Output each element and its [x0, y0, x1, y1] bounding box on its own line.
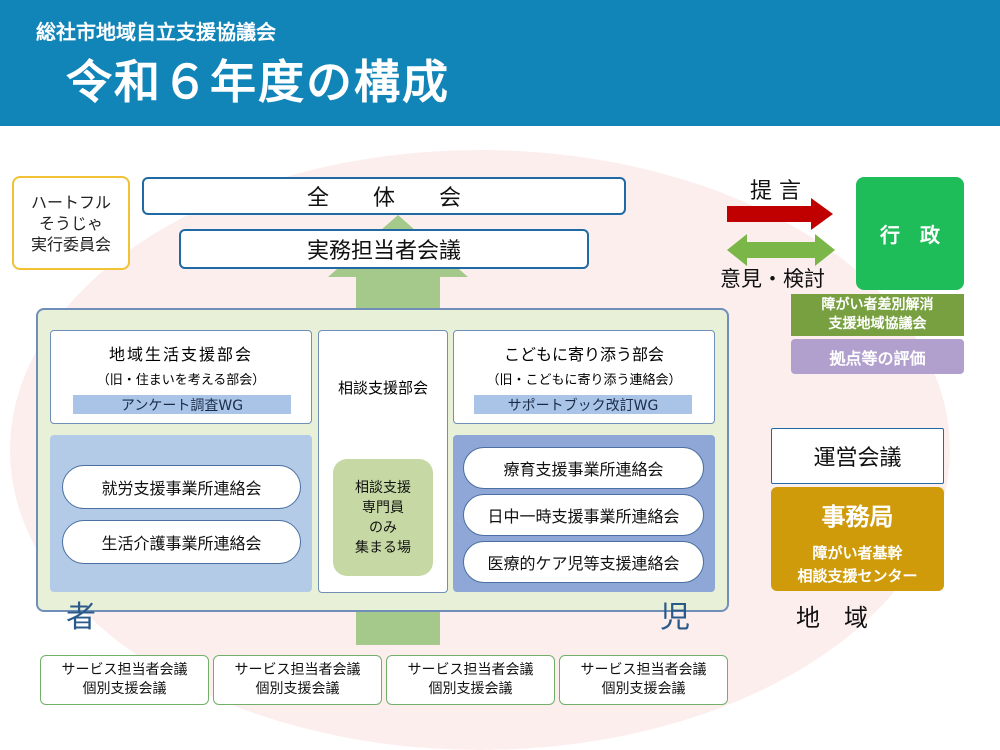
adult-corner-label: 者 [66, 600, 96, 635]
service-meeting-line1: サービス担当者会議 [580, 662, 707, 678]
consultation-specialist-box: 相談支援 専門員 のみ 集まる場 [333, 459, 433, 576]
service-meeting-box-3: サービス担当者会議 個別支援会議 [386, 655, 555, 705]
heartful-committee-box: ハートフル そうじゃ 実行委員会 [12, 176, 130, 270]
medical-care-label: 医療的ケア児等支援連絡会 [487, 554, 680, 573]
specialist-line2: 専門員 [362, 499, 404, 516]
therapy-support-label: 療育支援事業所連絡会 [503, 460, 664, 479]
secretariat-line1: 障がい者基幹 [812, 544, 903, 562]
government-box: 行 政 [856, 177, 964, 290]
children-subtitle: （旧・こどもに寄り添う連絡会） [486, 373, 682, 388]
staff-meeting-box: 実務担当者会議 [179, 229, 589, 269]
service-meeting-line1: サービス担当者会議 [234, 662, 361, 678]
children-title: こどもに寄り添う部会 [503, 345, 664, 364]
service-meeting-line2: 個別支援会議 [255, 681, 340, 697]
opinion-arrow [727, 234, 835, 266]
service-meeting-box-2: サービス担当者会議 個別支援会議 [213, 655, 382, 705]
heartful-line3: 実行委員会 [30, 234, 111, 254]
region-label: 地 域 [796, 604, 868, 632]
service-meeting-line1: サービス担当者会議 [407, 662, 534, 678]
heartful-line1: ハートフル [30, 192, 111, 212]
base-evaluation-box: 拠点等の評価 [791, 339, 964, 374]
service-meeting-line2: 個別支援会議 [82, 681, 167, 697]
operation-meeting-label: 運営会議 [813, 446, 902, 471]
therapy-support-pill: 療育支援事業所連絡会 [463, 447, 704, 489]
secretariat-title: 事務局 [821, 503, 894, 531]
daytime-support-pill: 日中一時支援事業所連絡会 [463, 494, 704, 536]
header-banner [0, 0, 1000, 126]
proposal-arrow [727, 198, 833, 230]
service-meeting-line1: サービス担当者会議 [61, 662, 188, 678]
service-meeting-box-4: サービス担当者会議 個別支援会議 [559, 655, 728, 705]
base-evaluation-label: 拠点等の評価 [829, 348, 926, 368]
secretariat-line2: 相談支援センター [797, 567, 918, 585]
plenary-label: 全 体 会 [306, 186, 461, 211]
specialist-line4: 集まる場 [355, 539, 411, 556]
employment-support-pill: 就労支援事業所連絡会 [62, 465, 301, 509]
discrimination-council-box: 障がい者差別解消 支援地域協議会 [791, 294, 964, 336]
service-meeting-line2: 個別支援会議 [428, 681, 513, 697]
opinion-label: 意見・検討 [720, 267, 825, 291]
life-support-title: 地域生活支援部会 [108, 345, 253, 364]
discrimination-line1: 障がい者差別解消 [821, 297, 934, 313]
plenary-meeting-box: 全 体 会 [142, 177, 626, 215]
heartful-line2: そうじゃ [38, 213, 103, 233]
survey-wg-label: アンケート調査WG [120, 397, 244, 414]
operation-meeting-box: 運営会議 [771, 428, 944, 484]
specialist-line1: 相談支援 [355, 479, 411, 496]
supportbook-wg-label: サポートブック改訂WG [507, 397, 659, 414]
survey-wg-bar: アンケート調査WG [73, 395, 291, 414]
specialist-line3: のみ [369, 519, 397, 536]
supportbook-wg-bar: サポートブック改訂WG [474, 395, 692, 414]
life-support-subtitle: （旧・住まいを考える部会） [96, 373, 266, 388]
consultation-title: 相談支援部会 [337, 379, 428, 397]
daytime-support-label: 日中一時支援事業所連絡会 [487, 507, 680, 526]
child-corner-label: 児 [660, 600, 690, 635]
life-care-label: 生活介護事業所連絡会 [101, 534, 262, 553]
life-support-groups-area [50, 435, 312, 592]
secretariat-box: 事務局 障がい者基幹 相談支援センター [771, 487, 944, 591]
discrimination-line2: 支援地域協議会 [828, 316, 927, 332]
header-subtitle: 総社市地域自立支援協議会 [36, 20, 276, 44]
service-meeting-box-1: サービス担当者会議 個別支援会議 [40, 655, 209, 705]
page-title: 令和６年度の構成 [66, 55, 450, 109]
medical-care-pill: 医療的ケア児等支援連絡会 [463, 541, 704, 583]
employment-support-label: 就労支援事業所連絡会 [101, 479, 262, 498]
life-care-pill: 生活介護事業所連絡会 [62, 520, 301, 564]
service-meeting-line2: 個別支援会議 [601, 681, 686, 697]
proposal-label: 提 言 [750, 179, 801, 204]
government-label: 行 政 [880, 223, 940, 247]
staff-meeting-label: 実務担当者会議 [306, 239, 461, 264]
